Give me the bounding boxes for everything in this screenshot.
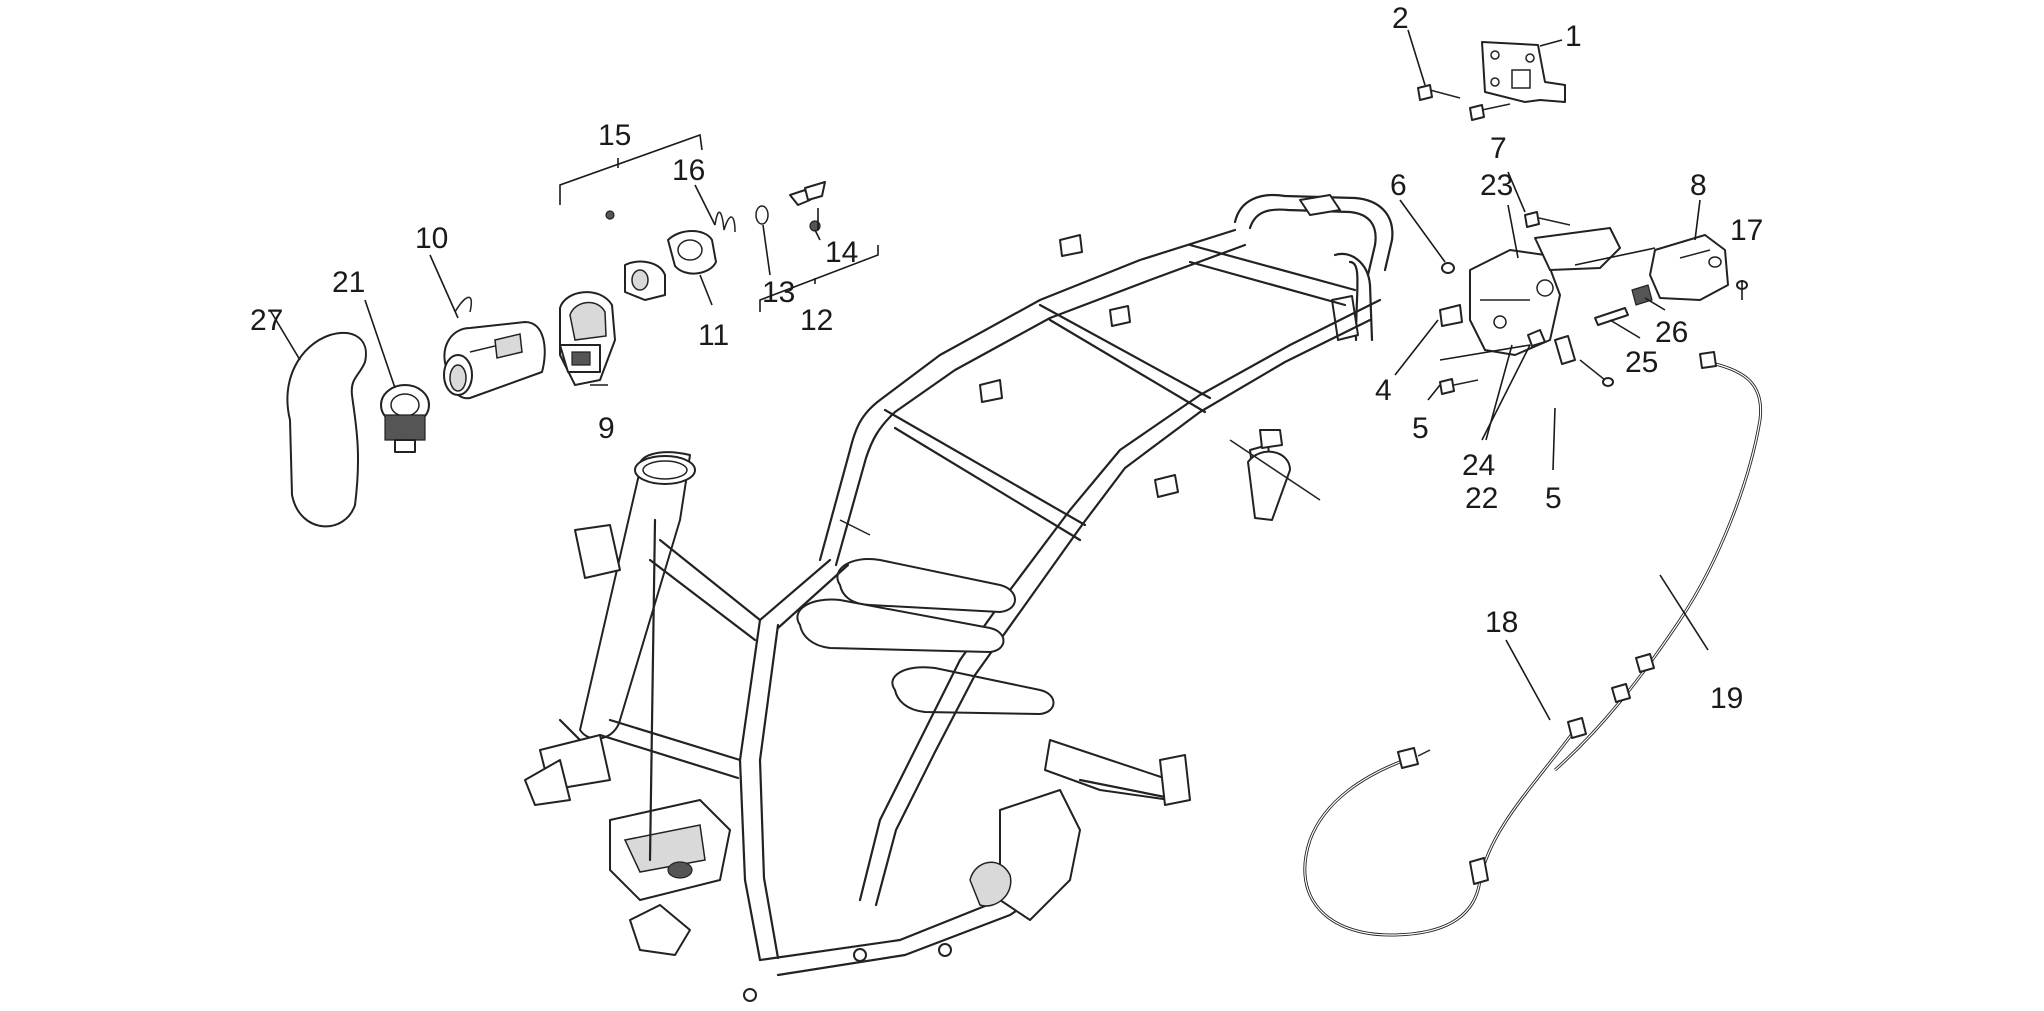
callout-5: 5 bbox=[1545, 482, 1562, 515]
callout-6: 6 bbox=[1390, 169, 1407, 202]
part-1-bracket-plate bbox=[1481, 41, 1566, 103]
callout-24: 24 bbox=[1462, 449, 1495, 482]
callout-15: 15 bbox=[598, 119, 631, 152]
part-15-lock-cylinder bbox=[605, 210, 666, 301]
part-13-washer bbox=[755, 205, 769, 225]
part-22-pin bbox=[1554, 335, 1576, 365]
callout-2: 2 bbox=[1392, 2, 1409, 35]
part-5-screw bbox=[1579, 359, 1614, 387]
callout-23: 23 bbox=[1480, 169, 1513, 202]
part-16-clip bbox=[714, 211, 736, 233]
callout-7: 7 bbox=[1490, 132, 1507, 165]
part-19-cable bbox=[1554, 351, 1763, 772]
callout-labels: 1 2 5 4 5 6 7 8 9 10 11 12 13 14 15 16 1… bbox=[250, 2, 1763, 715]
callout-11: 11 bbox=[698, 319, 729, 352]
callout-14: 14 bbox=[825, 236, 858, 269]
callout-3: 5 bbox=[1412, 412, 1429, 445]
callout-4: 4 bbox=[1375, 374, 1392, 407]
callout-9: 9 bbox=[598, 412, 615, 445]
part-8-actuator bbox=[1649, 234, 1729, 301]
callout-1: 1 bbox=[1565, 20, 1582, 53]
part-6-nut bbox=[1441, 262, 1455, 274]
callout-12: 12 bbox=[800, 304, 833, 337]
callout-18: 18 bbox=[1485, 606, 1518, 639]
part-2-screws bbox=[1417, 84, 1511, 121]
callout-27: 27 bbox=[250, 304, 283, 337]
callout-10: 10 bbox=[415, 222, 448, 255]
part-3-screw bbox=[1439, 378, 1479, 395]
scooter-frame bbox=[524, 194, 1394, 1002]
part-9-lock-housing bbox=[559, 291, 616, 386]
part-14-key bbox=[789, 181, 826, 232]
callout-22: 22 bbox=[1465, 482, 1498, 515]
part-25-rod bbox=[1594, 307, 1629, 326]
callout-13: 13 bbox=[762, 276, 795, 309]
part-11-cylinder-ring bbox=[667, 230, 717, 275]
part-4-clip bbox=[1439, 304, 1463, 327]
part-21-ignition-switch bbox=[380, 384, 430, 453]
part-23-latch-mechanism bbox=[1469, 227, 1621, 356]
part-10-sleeve bbox=[443, 296, 546, 400]
part-26-spring-nut bbox=[1631, 284, 1653, 306]
callout-16: 16 bbox=[672, 154, 705, 187]
callout-26: 26 bbox=[1655, 316, 1688, 349]
part-7-bolt bbox=[1524, 211, 1571, 228]
part-18-cable bbox=[1303, 717, 1587, 937]
callout-19: 19 bbox=[1710, 682, 1743, 715]
callout-8: 8 bbox=[1690, 169, 1707, 202]
callout-17: 17 bbox=[1730, 214, 1763, 247]
part-24-spring bbox=[1527, 329, 1546, 347]
leader-lines bbox=[269, 29, 1743, 721]
callout-21: 21 bbox=[332, 266, 365, 299]
callout-25: 25 bbox=[1625, 346, 1658, 379]
part-27-seal bbox=[286, 332, 367, 528]
